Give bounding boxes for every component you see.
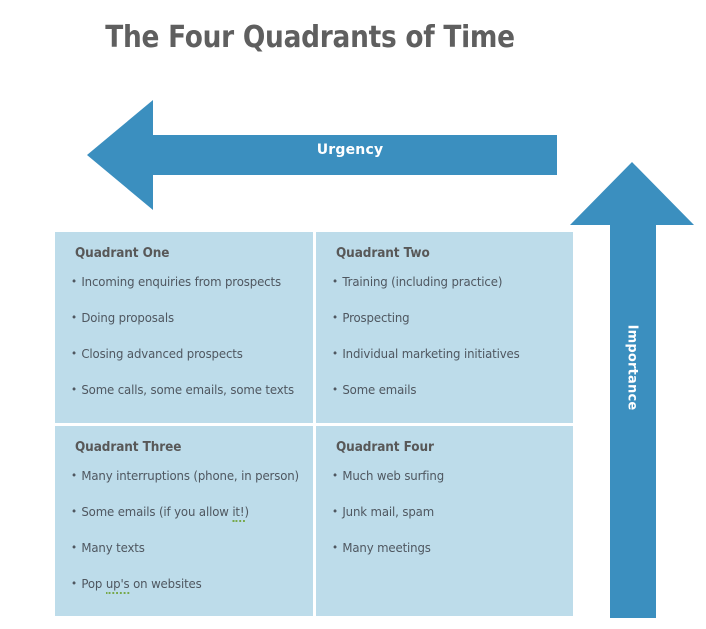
list-item: Many meetings: [332, 533, 550, 563]
list-item: Many texts: [71, 533, 289, 563]
quadrant-three: Quadrant Three Many interruptions (phone…: [55, 425, 313, 616]
quadrant-heading: Quadrant Three: [75, 439, 182, 455]
list-item: Junk mail, spam: [332, 497, 550, 527]
quadrant-heading: Quadrant Four: [335, 439, 434, 455]
list-item: Pop up's on websites: [71, 569, 289, 599]
list-item: Training (including practice): [332, 267, 550, 297]
quadrant-grid: Quadrant One Incoming enquiries from pro…: [55, 232, 573, 616]
quadrant-heading: Quadrant Two: [335, 246, 430, 261]
quadrant-item-list: Much web surfingJunk mail, spamMany meet…: [332, 461, 564, 563]
page-title: The Four Quadrants of Time: [105, 20, 515, 55]
grammar-check-underline: up's: [105, 575, 130, 594]
list-item: Incoming enquiries from prospects: [71, 267, 289, 297]
list-item: Many interruptions (phone, in person): [71, 461, 299, 491]
quadrant-item-list: Incoming enquiries from prospectsDoing p…: [71, 267, 303, 405]
list-item: Some emails: [332, 375, 550, 405]
quadrant-one: Quadrant One Incoming enquiries from pro…: [55, 232, 313, 423]
up-arrow-icon: [570, 162, 694, 618]
quadrant-two: Quadrant Two Training (including practic…: [315, 232, 573, 423]
quadrant-item-list: Many interruptions (phone, in person) Som…: [71, 461, 303, 599]
list-item: Doing proposals: [71, 303, 289, 333]
list-item: Some emails (if you allow it!): [71, 497, 289, 527]
urgency-axis-arrow: [87, 100, 557, 210]
list-item: Much web surfing: [332, 461, 550, 491]
quadrant-heading: Quadrant One: [75, 246, 170, 261]
list-item: Closing advanced prospects: [71, 339, 289, 369]
list-item: Individual marketing initiatives: [332, 339, 550, 369]
grammar-check-underline: it!: [232, 503, 245, 522]
importance-axis-arrow: [570, 162, 694, 618]
quadrant-four: Quadrant Four Much web surfingJunk mail,…: [315, 425, 573, 616]
left-arrow-icon: [87, 100, 557, 210]
list-item: Prospecting: [332, 303, 550, 333]
quadrant-item-list: Training (including practice) Prospecting…: [332, 267, 564, 405]
list-item: Some calls, some emails, some texts: [71, 375, 294, 405]
